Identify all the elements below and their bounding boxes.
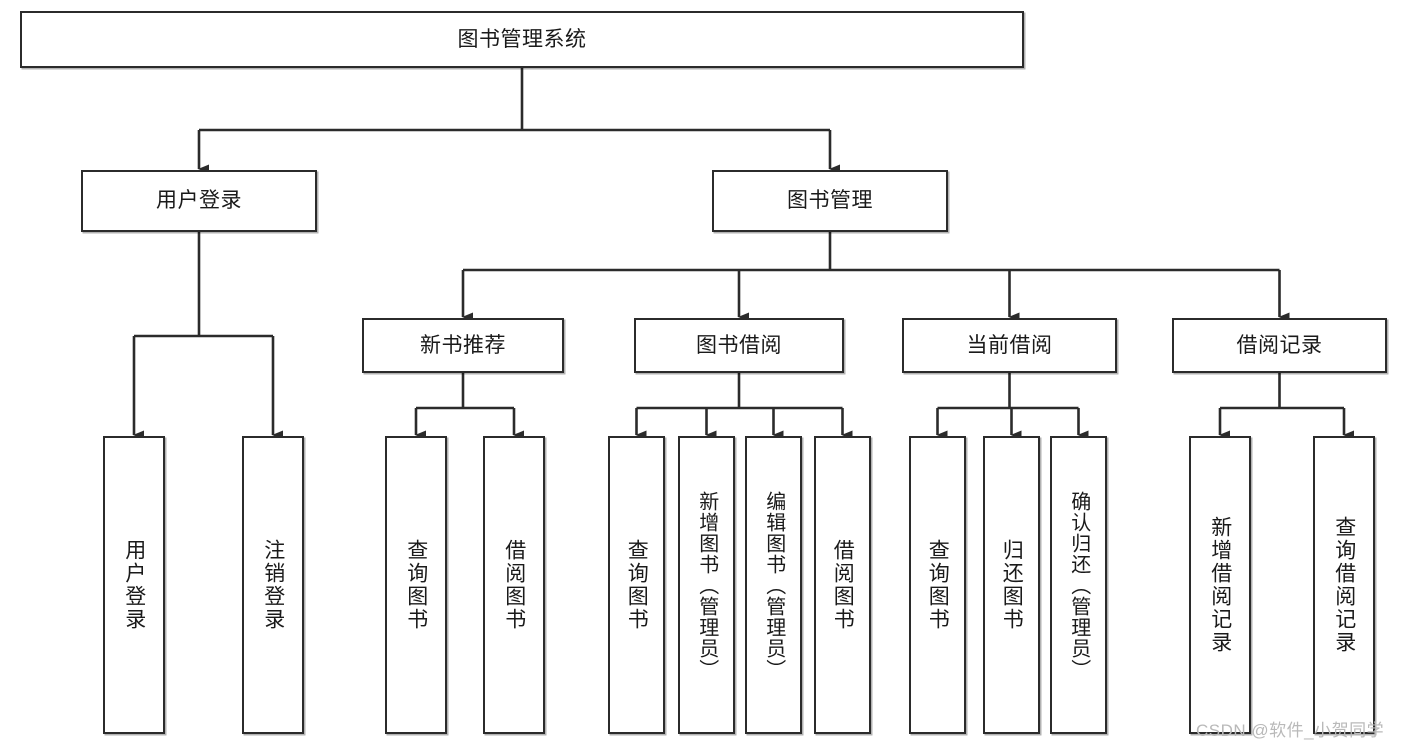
node-label-user-login: 用户登录	[156, 189, 242, 213]
node-label-leaf-bb-borrow: 借阅图书	[831, 539, 855, 631]
node-leaf-br-query[interactable]: 查询借阅记录	[1313, 436, 1375, 734]
node-leaf-br-add[interactable]: 新增借阅记录	[1189, 436, 1251, 734]
node-label-new-book-rec: 新书推荐	[420, 333, 506, 357]
node-label-leaf-user-login: 用户登录	[122, 539, 146, 631]
node-label-leaf-br-add: 新增借阅记录	[1208, 516, 1232, 654]
node-label-leaf-cb-confirm: 确认归还（管理员）	[1067, 490, 1090, 680]
node-leaf-cb-return[interactable]: 归还图书	[983, 436, 1040, 734]
node-leaf-cb-query[interactable]: 查询图书	[909, 436, 966, 734]
node-current-borrow[interactable]: 当前借阅	[902, 318, 1117, 373]
node-label-leaf-logout: 注销登录	[261, 539, 285, 631]
node-label-borrow-record: 借阅记录	[1236, 333, 1323, 357]
node-label-leaf-bb-query: 查询图书	[625, 539, 649, 631]
node-book-borrow[interactable]: 图书借阅	[634, 318, 844, 373]
node-user-login[interactable]: 用户登录	[81, 170, 317, 232]
node-root[interactable]: 图书管理系统	[20, 11, 1024, 68]
node-leaf-user-login[interactable]: 用户登录	[103, 436, 165, 734]
watermark-text: CSDN @软件_小贺同学	[1196, 721, 1385, 740]
node-leaf-rec-query[interactable]: 查询图书	[385, 436, 447, 734]
node-leaf-bb-edit[interactable]: 编辑图书（管理员）	[745, 436, 802, 734]
node-label-leaf-rec-query: 查询图书	[404, 539, 428, 631]
node-label-book-borrow: 图书借阅	[696, 333, 782, 357]
node-label-leaf-bb-add: 新增图书（管理员）	[695, 490, 718, 680]
node-leaf-rec-borrow[interactable]: 借阅图书	[483, 436, 545, 734]
node-label-leaf-cb-return: 归还图书	[1000, 539, 1024, 631]
node-leaf-bb-borrow[interactable]: 借阅图书	[814, 436, 871, 734]
node-label-leaf-bb-edit: 编辑图书（管理员）	[762, 490, 785, 680]
node-new-book-rec[interactable]: 新书推荐	[362, 318, 564, 373]
node-leaf-bb-query[interactable]: 查询图书	[608, 436, 665, 734]
node-book-manage[interactable]: 图书管理	[712, 170, 948, 232]
node-leaf-bb-add[interactable]: 新增图书（管理员）	[678, 436, 735, 734]
node-label-leaf-cb-query: 查询图书	[926, 539, 950, 631]
node-label-book-manage: 图书管理	[787, 189, 873, 213]
node-label-leaf-br-query: 查询借阅记录	[1332, 516, 1356, 654]
node-leaf-logout[interactable]: 注销登录	[242, 436, 304, 734]
connector-lines	[132, 68, 1354, 440]
node-label-current-borrow: 当前借阅	[966, 333, 1053, 357]
node-label-leaf-rec-borrow: 借阅图书	[502, 539, 526, 631]
node-label-root: 图书管理系统	[457, 27, 587, 51]
node-borrow-record[interactable]: 借阅记录	[1172, 318, 1387, 373]
node-leaf-cb-confirm[interactable]: 确认归还（管理员）	[1050, 436, 1107, 734]
